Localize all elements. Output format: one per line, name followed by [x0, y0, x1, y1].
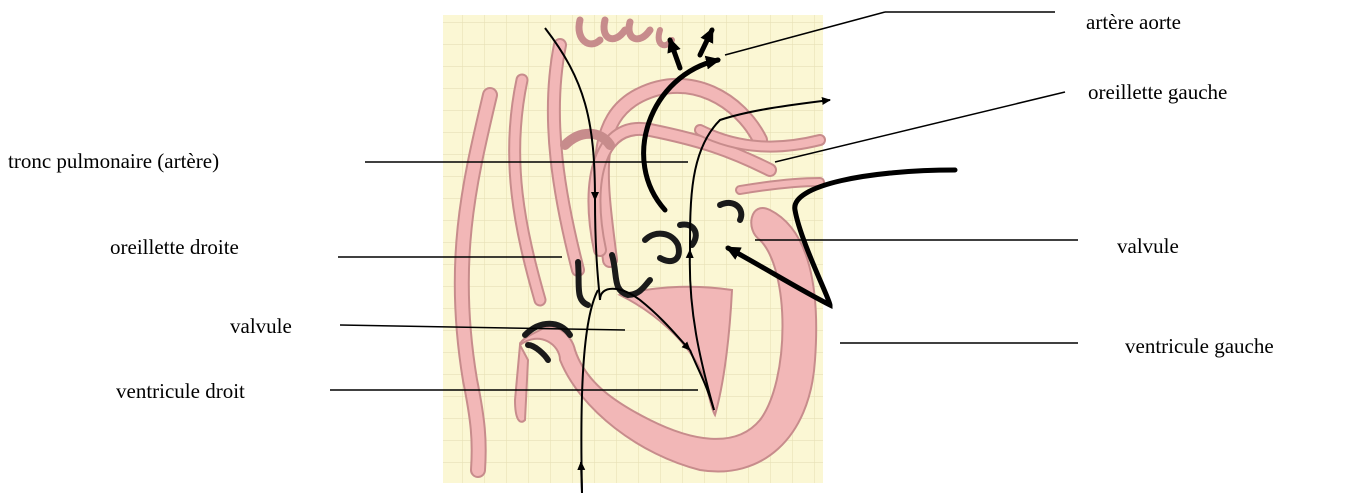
label-aorta: artère aorte	[1086, 12, 1181, 33]
label-left-valve: valvule	[1117, 236, 1179, 257]
label-pulmonary-trunk: tronc pulmonaire (artère)	[8, 151, 219, 172]
label-right-valve: valvule	[230, 316, 292, 337]
label-right-ventricle: ventricule droit	[116, 381, 245, 402]
label-right-atrium: oreillette droite	[110, 237, 239, 258]
label-left-ventricle: ventricule gauche	[1125, 336, 1274, 357]
label-left-atrium: oreillette gauche	[1088, 82, 1227, 103]
